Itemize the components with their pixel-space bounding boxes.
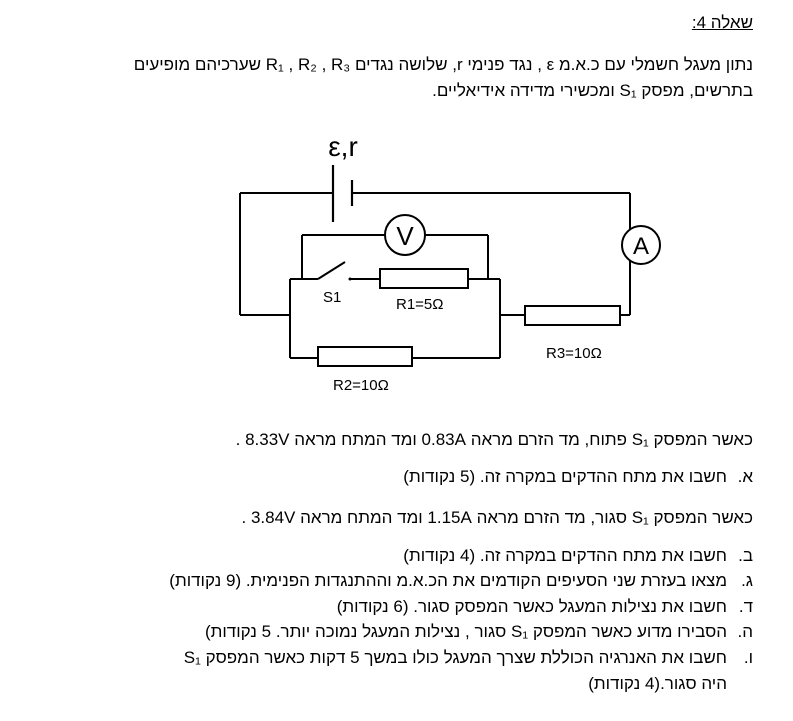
intro-line-1: נתון מעגל חשמלי עם כ.א.מ ε , נגד פנימי r… xyxy=(133,55,753,74)
case-switch-open: כאשר המפסק S₁ פתוח, מד הזרם מראה 0.83A ו… xyxy=(235,430,753,449)
ammeter-icon xyxy=(621,225,661,265)
question-text: מצאו בעזרת שני הסעיפים הקודמים את הכ.א.מ… xyxy=(169,571,727,590)
switch-label: S1 xyxy=(323,289,341,306)
resistor-r2 xyxy=(317,346,413,367)
r2-label: R2=10Ω xyxy=(333,377,389,394)
question-f: ו. חשבו את האנרגיה הכוללת שצרך המעגל כול… xyxy=(184,647,753,669)
voltmeter-symbol: V xyxy=(396,221,414,251)
question-text: חשבו את מתח ההדקים במקרה זה. (4 נקודות) xyxy=(403,546,727,565)
question-c: ג. מצאו בעזרת שני הסעיפים הקודמים את הכ.… xyxy=(169,570,753,592)
question-letter: ב. xyxy=(738,546,753,565)
intro-line-2: בתרשים, מפסק S₁ ומכשירי מדידה אידיאליים. xyxy=(432,81,753,100)
question-letter: ד. xyxy=(738,597,753,616)
case-switch-closed: כאשר המפסק S₁ סגור, מד הזרם מראה 1.15A ו… xyxy=(241,508,753,527)
question-text: חשבו את נצילות המעגל כאשר המפסק סגור. (6… xyxy=(336,597,727,616)
question-e: ה. הסבירו מדוע כאשר המפסק S₁ סגור , נציל… xyxy=(205,621,753,643)
resistor-r3 xyxy=(524,305,621,326)
ammeter-symbol: A xyxy=(633,233,649,260)
question-a: א. חשבו את מתח ההדקים במקרה זה. (5 נקודו… xyxy=(403,466,753,488)
question-text: חשבו את מתח ההדקים במקרה זה. (5 נקודות) xyxy=(403,467,727,486)
question-title: שאלה 4: xyxy=(691,13,753,32)
question-text: הסבירו מדוע כאשר המפסק S₁ סגור , נצילות … xyxy=(204,622,727,641)
question-f-continuation: היה סגור.(4 נקודות) xyxy=(588,674,727,693)
question-d: ד. חשבו את נצילות המעגל כאשר המפסק סגור.… xyxy=(337,596,753,618)
battery-label: ε,r xyxy=(328,131,358,162)
question-letter: א. xyxy=(737,467,753,486)
voltmeter-icon xyxy=(384,214,426,256)
question-text: חשבו את האנרגיה הכוללת שצרך המעגל כולו ב… xyxy=(183,648,727,667)
question-letter: ו. xyxy=(743,648,753,667)
question-letter: ה. xyxy=(737,622,754,641)
resistor-r1 xyxy=(379,268,469,289)
r3-label: R3=10Ω xyxy=(546,345,602,362)
question-b: ב. חשבו את מתח ההדקים במקרה זה. (4 נקודו… xyxy=(403,545,753,567)
r1-label: R1=5Ω xyxy=(396,296,444,313)
question-letter: ג. xyxy=(741,571,753,590)
